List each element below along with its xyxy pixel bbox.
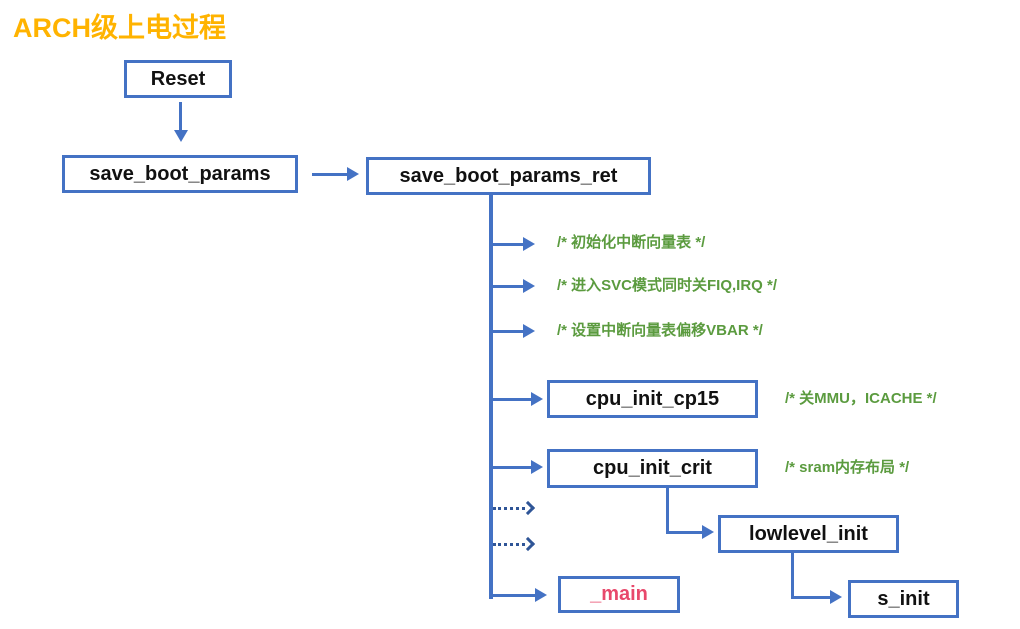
arrow-line [493, 398, 533, 401]
arrow-line [493, 243, 525, 246]
arrowhead-chevron-icon [520, 536, 536, 552]
arrow-line [493, 466, 533, 469]
arrow-line [493, 594, 537, 597]
node-s-init: s_init [848, 580, 959, 618]
comment-sram-memory-layout: /* sram内存布局 */ [785, 459, 910, 476]
arrowhead-right-icon [535, 588, 547, 602]
node-main: _main [558, 576, 680, 613]
connector-vertical-line [666, 488, 669, 533]
node-lowlevel-init: lowlevel_init [718, 515, 899, 553]
comment-enter-svc-mode: /* 进入SVC模式同时关FIQ,IRQ */ [557, 277, 778, 294]
node-reset: Reset [124, 60, 232, 98]
arrowhead-right-icon [523, 279, 535, 293]
arrow-line [493, 330, 525, 333]
node-cpu-init-crit: cpu_init_crit [547, 449, 758, 488]
node-cpu-init-cp15: cpu_init_cp15 [547, 380, 758, 418]
arrowhead-right-icon [523, 324, 535, 338]
connector-vertical-line [791, 553, 794, 599]
node-save-boot-params-ret: save_boot_params_ret [366, 157, 651, 195]
comment-set-vbar-offset: /* 设置中断向量表偏移VBAR */ [557, 322, 763, 339]
node-save-boot-params: save_boot_params [62, 155, 298, 193]
arrowhead-right-icon [523, 237, 535, 251]
arrow-line [493, 507, 525, 510]
arrowhead-down-icon [174, 130, 188, 142]
trunk-connector-line [489, 195, 493, 599]
arrow-line [179, 102, 182, 132]
comment-init-vector-table: /* 初始化中断向量表 */ [557, 234, 706, 251]
arrowhead-right-icon [702, 525, 714, 539]
arrow-line [312, 173, 349, 176]
arrowhead-right-icon [347, 167, 359, 181]
arrowhead-chevron-icon [520, 500, 536, 516]
arrow-line [493, 543, 525, 546]
arrowhead-right-icon [531, 460, 543, 474]
arrowhead-right-icon [830, 590, 842, 604]
page-title: ARCH级上电过程 [13, 13, 226, 43]
comment-disable-mmu-icache: /* 关MMU，ICACHE */ [785, 390, 937, 407]
arrow-line [493, 285, 525, 288]
connector-horizontal-line [791, 596, 832, 599]
connector-horizontal-line [666, 531, 704, 534]
arrowhead-right-icon [531, 392, 543, 406]
